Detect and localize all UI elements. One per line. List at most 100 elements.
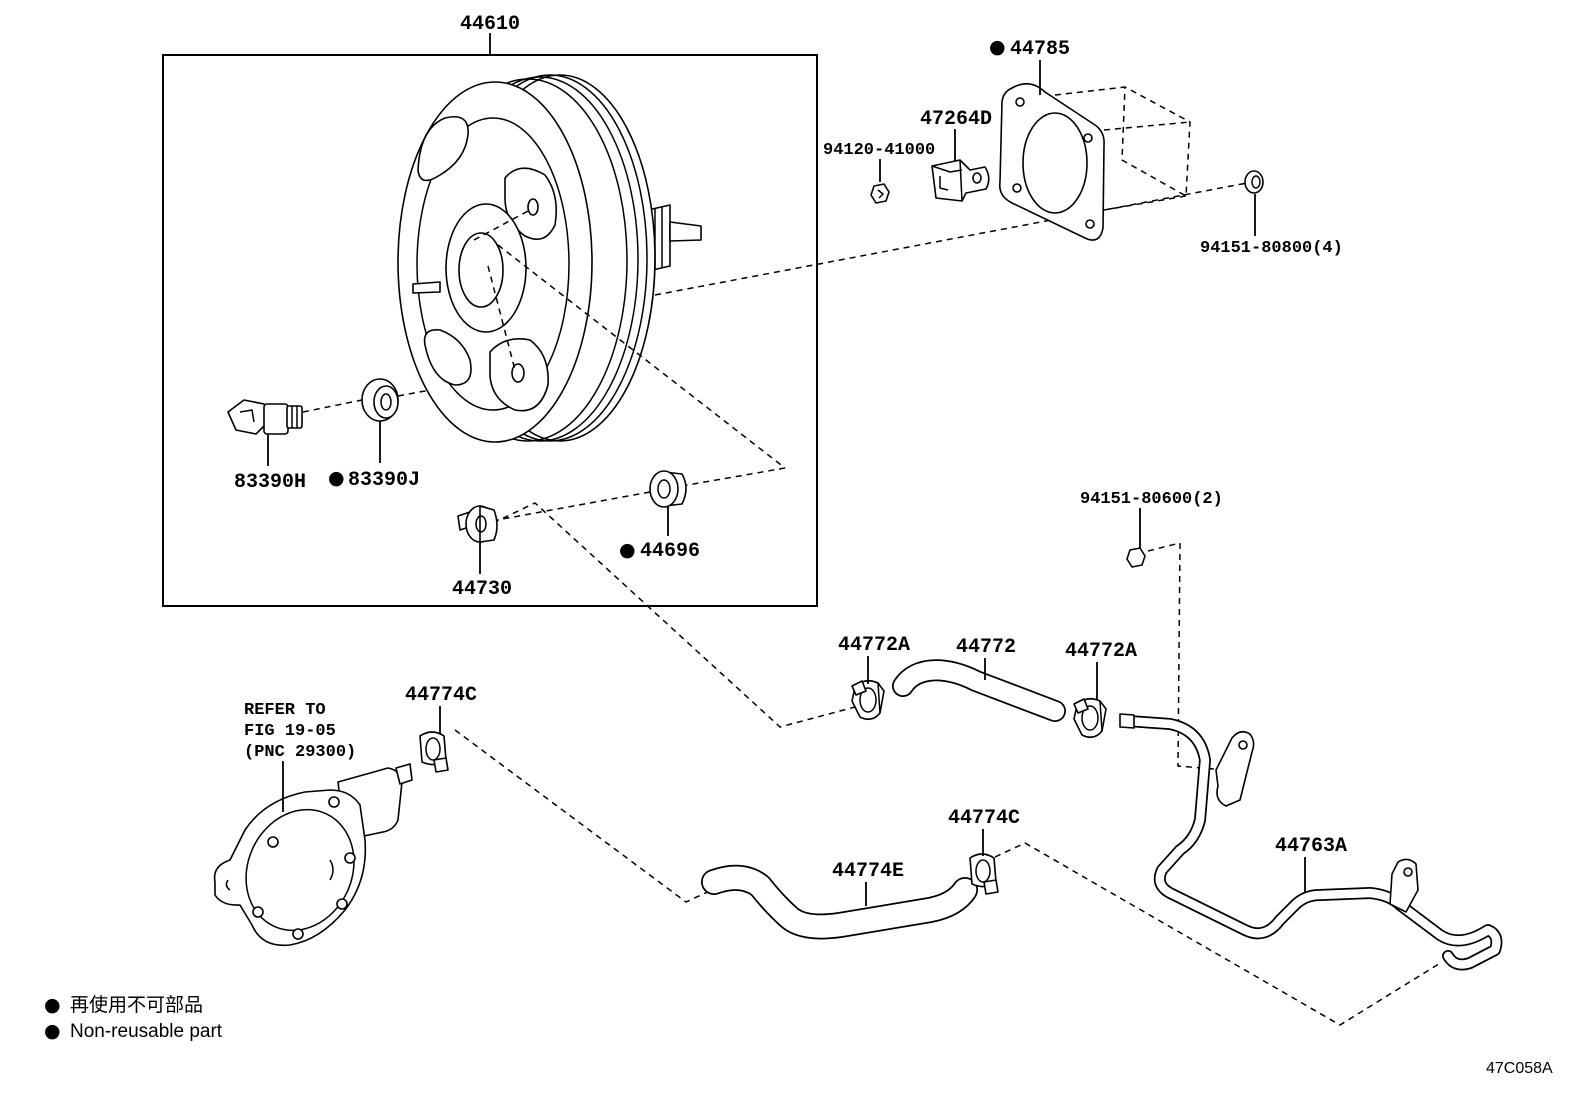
vacuum-pipe-bracket-lower (1389, 858, 1419, 913)
callout-check-valve[interactable]: 44730 (452, 578, 512, 601)
gasket-center-hole (1022, 112, 1088, 214)
gasket-bolt-hole (1085, 219, 1095, 229)
grommet-b-flange (649, 470, 679, 508)
callout-grommet-a[interactable]: 83390J (348, 469, 420, 492)
vacuum-pipe-bracket-upper (1215, 730, 1255, 807)
callout-nut-b[interactable]: 94151-80800(4) (1200, 239, 1343, 258)
vacuum-pump-cover (245, 808, 355, 932)
assembly-line-booster-to-nut (654, 182, 1248, 296)
booster-push-rod (669, 221, 702, 242)
vacuum-pipe-fill (1123, 716, 1501, 969)
booster-lobe-lower (423, 328, 472, 386)
booster-stud (412, 281, 441, 294)
bracket-slot (939, 176, 949, 191)
callout-nut-a[interactable]: 94120-41000 (823, 141, 935, 160)
legend-text-en: Non-reusable part (70, 1021, 223, 1042)
grommet-a-hole (380, 393, 392, 411)
nut-a-drawing (870, 183, 890, 204)
hose-clamp-left (851, 679, 885, 721)
non-reusable-marker: ● (619, 539, 636, 561)
vacuum-pipe-drawing (1119, 713, 1503, 971)
assembly-line-valve-to-grommet (302, 399, 363, 413)
booster-hub-inner (458, 232, 504, 308)
vacuum-pipe-end-fitting (1119, 713, 1135, 729)
vacuum-pump-bolt (292, 928, 304, 940)
legend-text-ja: 再使用不可部品 (70, 994, 203, 1016)
callout-hose-upper[interactable]: 44772 (956, 636, 1016, 659)
upper-hose-fill (893, 661, 1065, 721)
booster-inner-line-lower (487, 265, 516, 371)
figure-code: 47C058A (1486, 1060, 1553, 1077)
bracket-edge (931, 159, 963, 202)
lower-hose-drawing (701, 864, 978, 940)
nut-c-drawing (1126, 547, 1146, 568)
callout-clamp-right[interactable]: 44772A (1065, 640, 1137, 663)
booster-lobe-upper (417, 116, 469, 182)
assembly-line-booster-to-corner (497, 244, 786, 469)
vacuum-pump-bolt (267, 836, 279, 848)
booster-bolt-hole-lower (511, 363, 525, 383)
grommet-a-drawing (361, 378, 399, 422)
assembly-line-clamp-lower (994, 842, 1443, 1026)
callout-hose-lower[interactable]: 44774E (832, 860, 904, 883)
nut-a-hex (870, 183, 890, 204)
vacuum-pump-bolt (328, 796, 340, 808)
vacuum-pump-bolt (252, 906, 264, 918)
callout-nut-c[interactable]: 94151-80600(2) (1080, 490, 1223, 509)
legend: ● 再使用不可部品 ● Non-reusable part (44, 994, 223, 1042)
callout-pipe[interactable]: 44763A (1275, 835, 1347, 858)
lower-hose-fill (702, 866, 977, 938)
grommet-a-body (373, 385, 399, 419)
vacuum-switch-body (263, 403, 289, 435)
vacuum-switch-connector-detail (239, 409, 255, 423)
callout-grommet-b[interactable]: 44696 (640, 540, 700, 563)
hose-clamp-c-upper (419, 731, 449, 773)
booster-bolt-hole-upper (527, 198, 539, 216)
upper-hose-drawing (892, 659, 1066, 722)
check-valve-body (479, 505, 498, 543)
gasket-bolt-hole (1083, 133, 1093, 143)
vacuum-switch-thread (286, 405, 303, 429)
assembly-line-corner-to-grommet (681, 467, 786, 487)
gasket-mounting-box (1054, 86, 1191, 211)
assembly-line-check-valve-to-hose (492, 502, 856, 728)
callout-valve[interactable]: 83390H (234, 471, 306, 494)
callout-booster[interactable]: 44610 (460, 13, 520, 36)
check-valve-hole (475, 515, 487, 533)
vacuum-pump-mark (225, 859, 334, 891)
pump-reference-line-2[interactable]: FIG 19-05 (244, 722, 336, 741)
assembly-line-clamp-upper (454, 729, 713, 903)
leader-lines (267, 33, 1306, 906)
vacuum-switch-thread-lines (291, 406, 298, 428)
gasket-bolt-hole (1012, 183, 1022, 193)
assembly-lines (302, 86, 1443, 1026)
assembly-line-grommet-to-check-valve (496, 491, 651, 521)
check-valve-drawing (457, 505, 498, 543)
booster-front-ring (416, 117, 570, 411)
non-reusable-marker: ● (328, 467, 345, 489)
hose-clamp-right (1073, 697, 1107, 739)
callout-bracket[interactable]: 47264D (920, 108, 992, 131)
pump-reference-line-1[interactable]: REFER TO (244, 701, 326, 720)
vacuum-pump-bolt (336, 898, 348, 910)
nut-b-hole (1251, 175, 1261, 189)
legend-marker-ja: ● (44, 994, 61, 1016)
callout-clamp-left[interactable]: 44772A (838, 634, 910, 657)
callout-clamp-c-lower[interactable]: 44774C (948, 807, 1020, 830)
pump-reference-line-3[interactable]: (PNC 29300) (244, 743, 356, 762)
gasket-bolt-hole (1015, 97, 1025, 107)
non-reusable-marker: ● (989, 36, 1006, 58)
vacuum-switch-drawing (227, 399, 303, 435)
vacuum-pipe-bracket-hole (1403, 867, 1413, 877)
gasket-drawing (998, 83, 1105, 241)
vacuum-pump-bolt (344, 852, 356, 864)
bracket-hole (972, 172, 982, 184)
grommet-b-hole (657, 479, 671, 499)
vacuum-pipe-bracket-hole (1238, 740, 1248, 750)
bracket-drawing (931, 159, 990, 202)
callout-gasket[interactable]: 44785 (1010, 38, 1070, 61)
grommet-b-drawing (649, 470, 687, 508)
vacuum-pump-drawing (213, 763, 413, 947)
callout-clamp-c-upper[interactable]: 44774C (405, 684, 477, 707)
